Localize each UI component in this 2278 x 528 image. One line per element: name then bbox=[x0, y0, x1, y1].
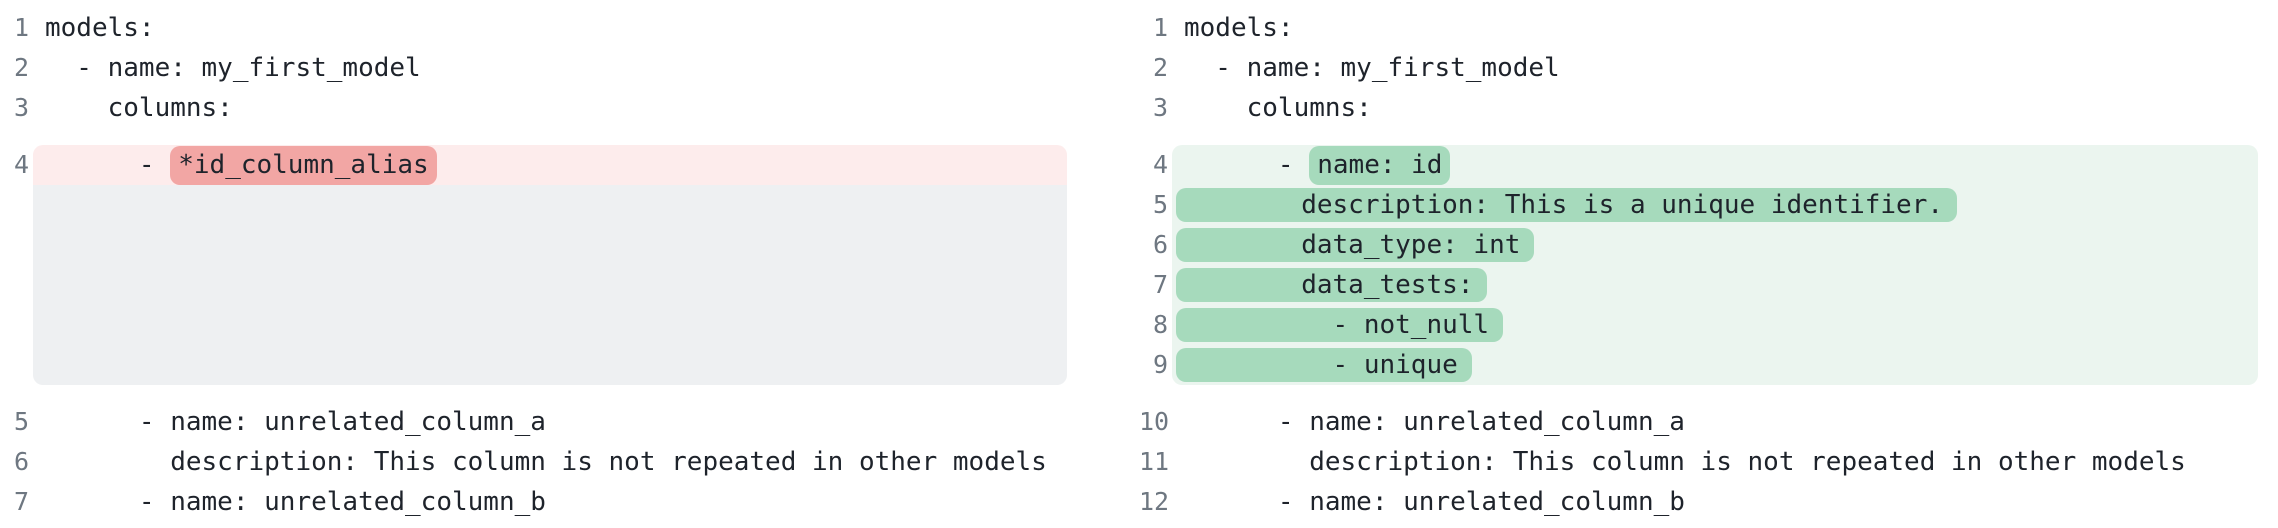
line-code: - name: unrelated_column_b bbox=[1184, 482, 1685, 522]
added-line-highlight: - not_null bbox=[1172, 305, 2258, 345]
collapsed-filler-block bbox=[33, 185, 1067, 225]
line-row: 12 - name: unrelated_column_b bbox=[1139, 482, 2278, 522]
line-code: - name: unrelated_column_a bbox=[1184, 402, 1685, 442]
collapsed-filler-row bbox=[0, 305, 1139, 345]
code-text: - name: unrelated_column_b bbox=[45, 487, 546, 517]
line-number: 9 bbox=[1152, 350, 1168, 379]
code-text: models: bbox=[1184, 13, 1294, 43]
line-code: models: bbox=[45, 8, 155, 48]
inline-added-mark: name: id bbox=[1309, 146, 1451, 185]
line-row: 8 - not_null bbox=[1139, 305, 2278, 345]
line-row: 2 - name: my_first_model bbox=[1139, 48, 2278, 88]
line-row: 5 - name: unrelated_column_a bbox=[0, 402, 1139, 442]
removed-line-highlight: - *id_column_alias bbox=[33, 145, 1067, 185]
code-text: - name: my_first_model bbox=[1184, 53, 1560, 83]
code-text: - name: unrelated_column_b bbox=[1184, 487, 1685, 517]
added-line-mark: data_tests: bbox=[1176, 268, 1488, 302]
line-number: 7 bbox=[1152, 270, 1168, 299]
collapsed-filler-row bbox=[0, 265, 1139, 305]
collapsed-filler-row bbox=[0, 345, 1139, 385]
line-code: columns: bbox=[45, 88, 233, 128]
line-row: 6 data_type: int bbox=[1139, 225, 2278, 265]
line-row: 9 - unique bbox=[1139, 345, 2278, 385]
line-number: 2 bbox=[13, 53, 29, 82]
added-line-highlight: - name: id bbox=[1172, 145, 2258, 185]
line-code: - name: unrelated_column_b bbox=[45, 482, 546, 522]
line-number: 11 bbox=[1139, 447, 1170, 476]
code-text: - name: unrelated_column_a bbox=[1184, 407, 1685, 437]
code-text: columns: bbox=[1184, 93, 1372, 123]
collapsed-filler-block bbox=[33, 305, 1067, 345]
line-code: description: This column is not repeated… bbox=[45, 442, 1047, 482]
line-number: 7 bbox=[13, 487, 29, 516]
collapsed-filler-row bbox=[0, 225, 1139, 265]
collapsed-filler-block bbox=[33, 225, 1067, 265]
added-line-mark: - unique bbox=[1176, 348, 1472, 382]
line-number: 10 bbox=[1139, 407, 1170, 436]
line-row: 1 models: bbox=[1139, 8, 2278, 48]
line-number: 6 bbox=[1152, 230, 1168, 259]
line-row: 7 - name: unrelated_column_b bbox=[0, 482, 1139, 522]
line-row: 1 models: bbox=[0, 8, 1139, 48]
line-number: 3 bbox=[1152, 93, 1168, 122]
collapsed-filler-block bbox=[33, 345, 1067, 385]
code-text: - bbox=[1184, 150, 1310, 180]
line-number: 4 bbox=[1152, 150, 1168, 179]
collapsed-filler-block bbox=[33, 265, 1067, 305]
line-code: - name: unrelated_column_a bbox=[45, 402, 546, 442]
added-line-highlight: data_type: int bbox=[1172, 225, 2258, 265]
line-number: 1 bbox=[1152, 13, 1168, 42]
line-number: 8 bbox=[1152, 310, 1168, 339]
line-number: 2 bbox=[1152, 53, 1168, 82]
inline-removed-mark: *id_column_alias bbox=[170, 146, 437, 185]
line-code: description: This column is not repeated… bbox=[1184, 442, 2186, 482]
code-text: description: This column is not repeated… bbox=[1184, 447, 2186, 477]
added-line-highlight: description: This is a unique identifier… bbox=[1172, 185, 2258, 225]
line-row: 5 description: This is a unique identifi… bbox=[1139, 185, 2278, 225]
line-code: - name: my_first_model bbox=[45, 48, 421, 88]
added-line-mark: - not_null bbox=[1176, 308, 1504, 342]
line-row: 7 data_tests: bbox=[1139, 265, 2278, 305]
added-line-highlight: - unique bbox=[1172, 345, 2258, 385]
code-text: description: This column is not repeated… bbox=[45, 447, 1047, 477]
line-row: 3 columns: bbox=[0, 88, 1139, 128]
line-row: 11 description: This column is not repea… bbox=[1139, 442, 2278, 482]
line-code: models: bbox=[1184, 8, 1294, 48]
line-row: 2 - name: my_first_model bbox=[0, 48, 1139, 88]
line-number: 1 bbox=[13, 13, 29, 42]
added-line-mark: data_type: int bbox=[1176, 228, 1535, 262]
line-number: 4 bbox=[13, 150, 29, 179]
added-line-mark: description: This is a unique identifier… bbox=[1176, 188, 1958, 222]
added-line-highlight: data_tests: bbox=[1172, 265, 2258, 305]
line-number: 5 bbox=[13, 407, 29, 436]
line-row: 4 - name: id bbox=[1139, 145, 2278, 185]
code-text: - bbox=[45, 150, 171, 180]
code-text: columns: bbox=[45, 93, 233, 123]
line-number: 12 bbox=[1139, 487, 1170, 516]
code-text: - name: unrelated_column_a bbox=[45, 407, 546, 437]
line-row: 4 - *id_column_alias bbox=[0, 145, 1139, 185]
line-row: 6 description: This column is not repeat… bbox=[0, 442, 1139, 482]
line-row: 10 - name: unrelated_column_a bbox=[1139, 402, 2278, 442]
line-code: - name: my_first_model bbox=[1184, 48, 1560, 88]
line-row: 3 columns: bbox=[1139, 88, 2278, 128]
collapsed-filler-row bbox=[0, 185, 1139, 225]
code-text: - name: my_first_model bbox=[45, 53, 421, 83]
line-number: 3 bbox=[13, 93, 29, 122]
line-code: columns: bbox=[1184, 88, 1372, 128]
line-number: 5 bbox=[1152, 190, 1168, 219]
code-text: models: bbox=[45, 13, 155, 43]
line-number: 6 bbox=[13, 447, 29, 476]
